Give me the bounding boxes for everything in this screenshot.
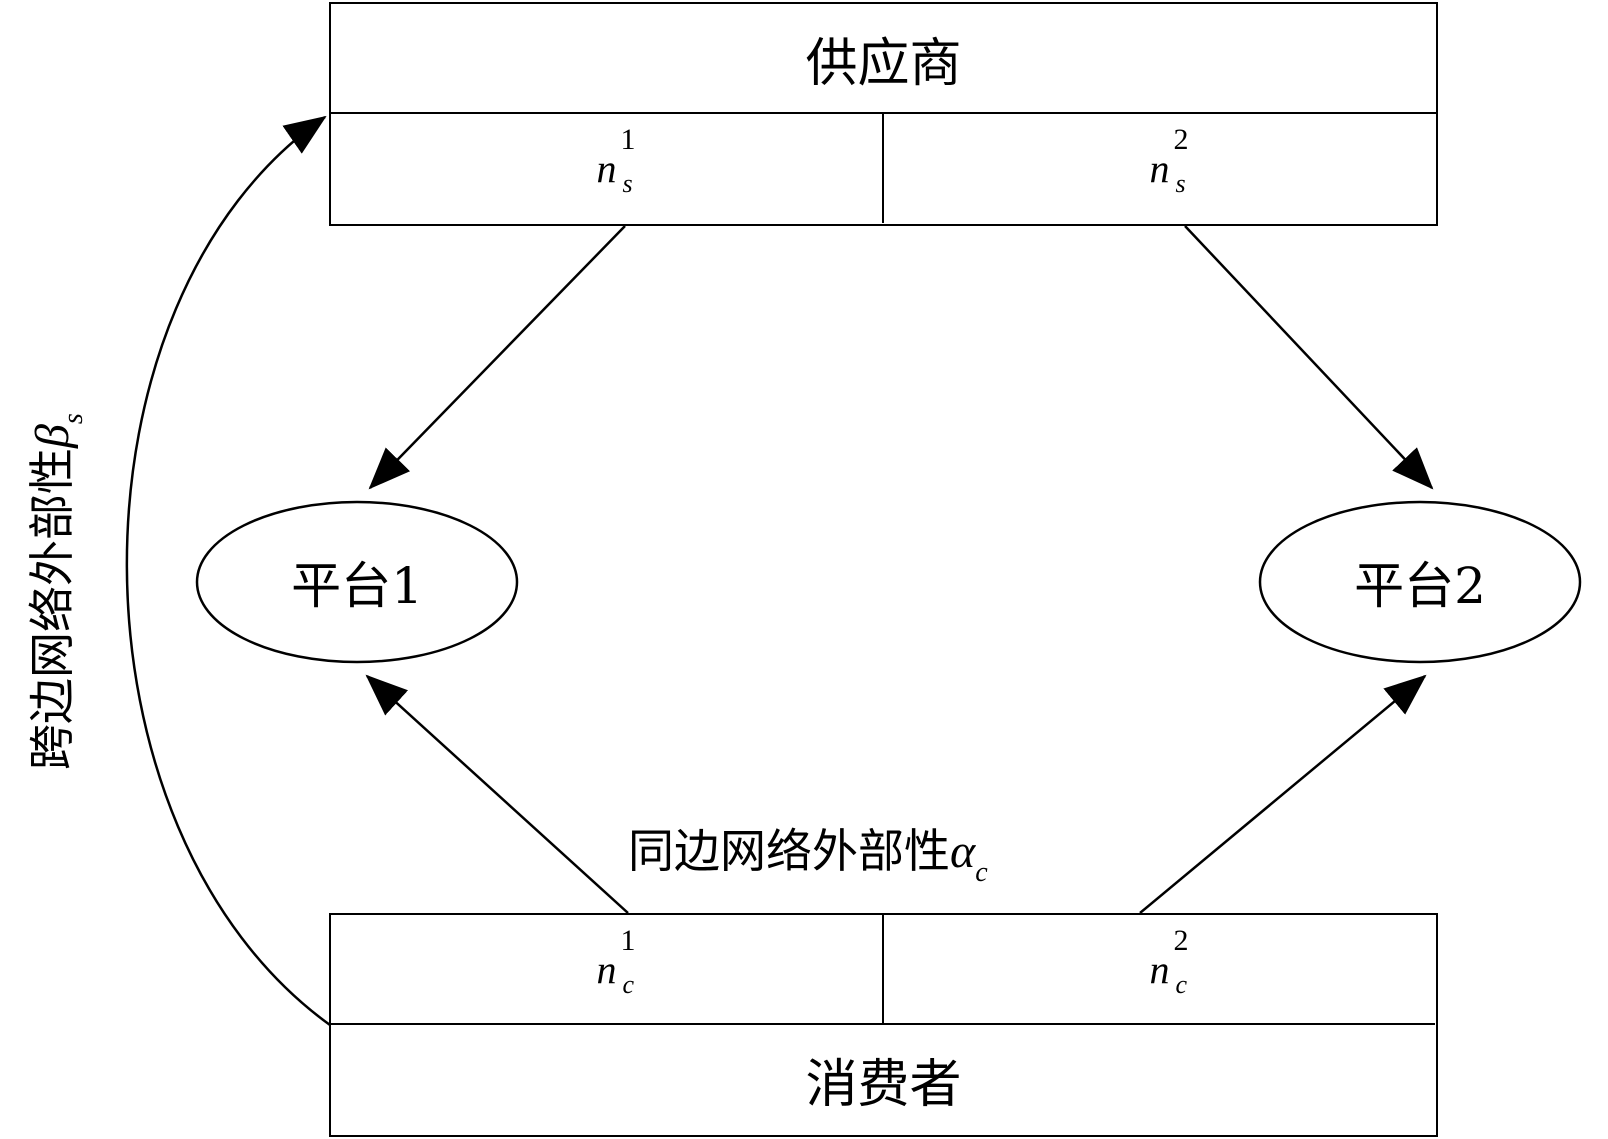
supplier-n2-sup: 2 xyxy=(1173,123,1189,156)
consumer-box: n 1 c n 2 c 消费者 xyxy=(329,913,1438,1137)
same-side-sub: c xyxy=(975,857,988,888)
supplier-n1-sub: s xyxy=(622,169,633,198)
same-side-symbol: α xyxy=(950,825,976,878)
platform1-ellipse xyxy=(195,500,519,664)
cross-side-symbol: β xyxy=(26,424,79,448)
arrow-consumer-to-platform2 xyxy=(1139,674,1427,914)
supplier-n1-sup: 1 xyxy=(620,123,636,156)
consumer-n2-sup: 2 xyxy=(1173,923,1189,957)
consumer-n1-base: n xyxy=(596,946,617,992)
consumer-platform2-cell: n 2 c xyxy=(884,915,1435,1025)
supplier-title-cell: 供应商 xyxy=(331,4,1436,114)
consumer-n1-sup: 1 xyxy=(620,923,636,957)
cross-side-annotation: 跨边网络外部性βs xyxy=(16,413,89,770)
supplier-box: 供应商 n 1 s n 2 s xyxy=(329,2,1438,226)
supplier-n2-base: n xyxy=(1149,146,1170,191)
cross-side-sub: s xyxy=(58,413,89,425)
arrow-cross-side-curve xyxy=(125,115,331,1027)
consumer-title: 消费者 xyxy=(805,1055,962,1115)
supplier-n1-base: n xyxy=(596,146,617,191)
consumer-n1-sub: c xyxy=(622,969,635,999)
same-side-text: 同边网络外部性 xyxy=(628,824,950,878)
same-side-annotation: 同边网络外部性αc xyxy=(628,815,988,888)
cross-side-text: 跨边网络外部性 xyxy=(25,448,79,770)
supplier-n2-sub: s xyxy=(1175,169,1186,198)
supplier-title: 供应商 xyxy=(805,33,962,94)
consumer-n2-label: n 2 c xyxy=(1149,924,1189,999)
consumer-n2-sub: c xyxy=(1175,969,1188,999)
supplier-n2-label: n 2 s xyxy=(1149,123,1189,198)
platform1-label: 平台1 xyxy=(291,557,423,615)
supplier-platform1-cell: n 1 s xyxy=(331,114,884,223)
supplier-platform2-cell: n 2 s xyxy=(884,114,1435,223)
platform2-ellipse xyxy=(1258,500,1582,664)
supplier-n1-label: n 1 s xyxy=(596,123,636,198)
arrow-supplier-to-platform2 xyxy=(1184,225,1434,490)
platform2-label: 平台2 xyxy=(1354,557,1486,615)
consumer-n2-base: n xyxy=(1149,946,1170,992)
consumer-n1-label: n 1 c xyxy=(596,924,636,999)
arrow-supplier-to-platform1 xyxy=(368,225,626,490)
consumer-title-cell: 消费者 xyxy=(331,1025,1436,1134)
arrow-consumer-to-platform1 xyxy=(365,674,629,914)
consumer-platform1-cell: n 1 c xyxy=(331,915,884,1025)
